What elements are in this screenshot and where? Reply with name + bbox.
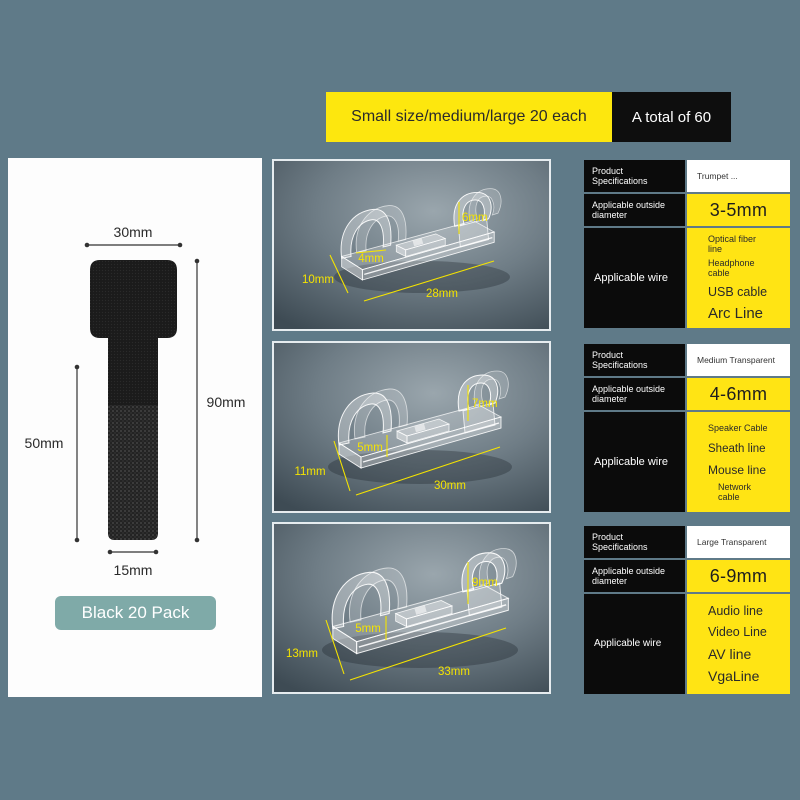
quantity-banner: Small size/medium/large 20 each bbox=[326, 92, 612, 142]
clip-width-label: 13mm bbox=[286, 648, 318, 660]
clip-slot-label: 5mm bbox=[357, 442, 383, 454]
wire-list: Optical fiber line Headphone cable USB c… bbox=[687, 228, 790, 328]
diameter-row: Applicable outside diameter 3-5mm bbox=[584, 194, 790, 226]
diameter-value: 6-9mm bbox=[687, 560, 790, 592]
spec-table-large: Product Specifications Large Transparent… bbox=[584, 526, 790, 696]
velcro-strap-panel: 30mm 90mm 50mm 15mm Black 20 Pack bbox=[8, 158, 262, 697]
wire-item: Network cable bbox=[718, 481, 752, 502]
strap-diagram: 30mm 90mm 50mm 15mm bbox=[25, 224, 246, 578]
clip-length-label: 30mm bbox=[434, 480, 466, 492]
wire-item: VgaLine bbox=[708, 668, 760, 684]
spec-value: Large Transparent bbox=[687, 526, 790, 558]
wire-item: Video Line bbox=[708, 625, 767, 639]
spec-value: Medium Transparent bbox=[687, 344, 790, 376]
dimension-end-dot bbox=[74, 364, 80, 370]
width-dimension-line bbox=[329, 254, 349, 294]
clip-slot-label: 5mm bbox=[355, 623, 381, 635]
diameter-label: Applicable outside diameter bbox=[584, 560, 685, 592]
wire-list: Speaker Cable Sheath line Mouse line Net… bbox=[687, 412, 790, 512]
wire-item: Optical fiber line bbox=[708, 234, 757, 254]
spec-table-small: Product Specifications Trumpet ... Appli… bbox=[584, 160, 790, 330]
dimension-end-dot bbox=[84, 242, 90, 248]
dimension-end-dot bbox=[177, 242, 183, 248]
velcro-hook-side bbox=[108, 405, 158, 540]
clip-photo-small: 10mm 4mm 6mm 28mm bbox=[272, 159, 551, 331]
wire-item: Headphone cable bbox=[708, 258, 755, 278]
slot-dimension-line bbox=[355, 249, 387, 254]
wire-item: Sheath line bbox=[708, 442, 766, 455]
diameter-label: Applicable outside diameter bbox=[584, 378, 685, 410]
clip-hook-label: 9mm bbox=[472, 577, 498, 589]
wire-item: Mouse line bbox=[708, 462, 767, 477]
diameter-value: 4-6mm bbox=[687, 378, 790, 410]
diameter-row: Applicable outside diameter 6-9mm bbox=[584, 560, 790, 592]
length-dimension-line bbox=[363, 260, 495, 302]
width-bottom-label: 15mm bbox=[114, 562, 153, 578]
total-banner: A total of 60 bbox=[612, 92, 731, 142]
clip-hook-label: 7mm bbox=[472, 398, 498, 410]
clip-hook-label: 6mm bbox=[462, 212, 488, 224]
length-dimension-line bbox=[355, 446, 501, 496]
dimension-end-dot bbox=[107, 549, 113, 555]
wire-label: Applicable wire bbox=[584, 594, 685, 694]
wire-row: Applicable wire Speaker Cable Sheath lin… bbox=[584, 412, 790, 512]
wire-row: Applicable wire Optical fiber line Headp… bbox=[584, 228, 790, 328]
dimension-end-dot bbox=[194, 258, 200, 264]
clip-width-label: 11mm bbox=[294, 466, 325, 478]
spec-label: Product Specifications bbox=[584, 160, 685, 192]
clip-photo-medium: 11mm 5mm 7mm 30mm bbox=[272, 341, 551, 513]
spec-row: Product Specifications Medium Transparen… bbox=[584, 344, 790, 376]
wire-label: Applicable wire bbox=[584, 412, 685, 512]
spec-label: Product Specifications bbox=[584, 344, 685, 376]
clip-photo-large: 13mm 5mm 9mm 33mm bbox=[272, 522, 551, 694]
spec-row: Product Specifications Large Transparent bbox=[584, 526, 790, 558]
spec-row: Product Specifications Trumpet ... bbox=[584, 160, 790, 192]
clip-width-label: 10mm bbox=[302, 274, 334, 286]
dimension-end-dot bbox=[153, 549, 159, 555]
wire-item: AV line bbox=[708, 646, 752, 662]
diameter-value: 3-5mm bbox=[687, 194, 790, 226]
width-top-label: 30mm bbox=[114, 224, 153, 240]
wire-item: Speaker Cable bbox=[708, 422, 768, 433]
diameter-label: Applicable outside diameter bbox=[584, 194, 685, 226]
clip-slot-label: 4mm bbox=[358, 253, 384, 265]
total-length-label: 90mm bbox=[207, 394, 246, 410]
pack-badge: Black 20 Pack bbox=[55, 596, 216, 630]
spec-table-medium: Product Specifications Medium Transparen… bbox=[584, 344, 790, 514]
clip-length-label: 33mm bbox=[438, 666, 470, 678]
wire-row: Applicable wire Audio line Video Line AV… bbox=[584, 594, 790, 694]
width-dimension-line bbox=[333, 440, 351, 492]
hook-length-label: 50mm bbox=[25, 435, 64, 451]
length-dimension-line bbox=[349, 627, 507, 681]
wire-list: Audio line Video Line AV line VgaLine bbox=[687, 594, 790, 694]
wire-item: Arc Line bbox=[708, 305, 764, 322]
spec-value: Trumpet ... bbox=[687, 160, 790, 192]
dimension-end-dot bbox=[194, 537, 200, 543]
wire-item: USB cable bbox=[708, 285, 768, 299]
spec-label: Product Specifications bbox=[584, 526, 685, 558]
wire-item: Audio line bbox=[708, 604, 763, 618]
wire-label: Applicable wire bbox=[584, 228, 685, 328]
dimension-end-dot bbox=[74, 537, 80, 543]
width-dimension-line bbox=[325, 619, 345, 675]
clip-length-label: 28mm bbox=[426, 288, 458, 300]
diameter-row: Applicable outside diameter 4-6mm bbox=[584, 378, 790, 410]
